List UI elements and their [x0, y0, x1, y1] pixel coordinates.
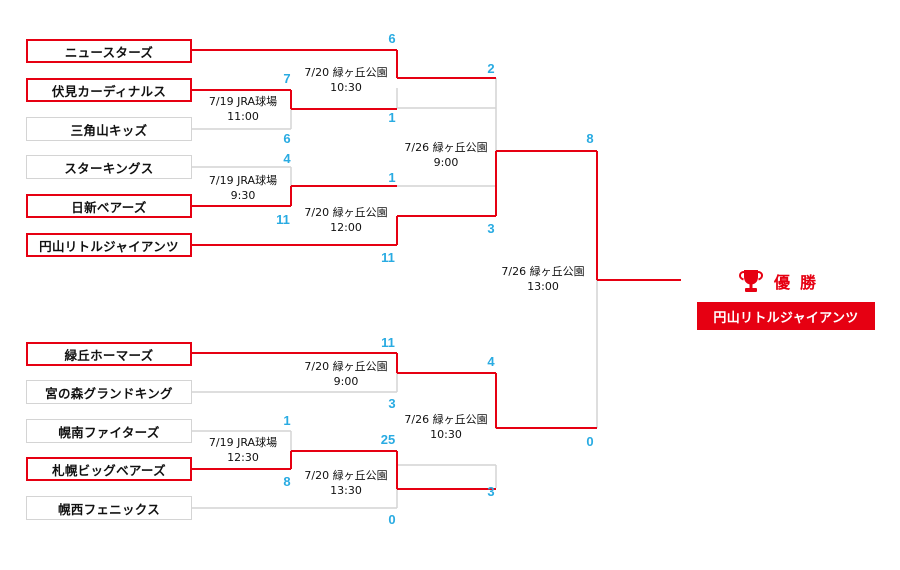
score-sf2-bottom: 3 [487, 484, 495, 499]
score-r2d-top: 25 [380, 432, 396, 447]
team-slot: 三角山キッズ [26, 117, 192, 141]
score-r1b-top: 4 [283, 151, 291, 166]
score-r1a-bottom: 6 [283, 131, 291, 146]
score-r2b-top: 1 [388, 170, 396, 185]
score-r2d-bottom: 0 [388, 512, 396, 527]
team-slot: 円山リトルジャイアンツ [26, 233, 192, 257]
score-r1c-bottom: 8 [283, 474, 291, 489]
team-slot: ニュースターズ [26, 39, 192, 63]
score-r2c-top: 11 [381, 335, 395, 350]
team-slot: 伏見カーディナルス [26, 78, 192, 102]
team-slot: スターキングス [26, 155, 192, 179]
score-r2b-bottom: 11 [381, 250, 395, 265]
team-slot: 日新ベアーズ [26, 194, 192, 218]
champion-heading: 優勝 [736, 268, 826, 294]
score-sf1-bottom: 3 [487, 221, 495, 236]
team-slot: 緑丘ホーマーズ [26, 342, 192, 366]
trophy-icon [739, 270, 763, 292]
team-slot: 幌南ファイターズ [26, 419, 192, 443]
score-r1a-top: 7 [283, 71, 291, 86]
champion-label: 優勝 [774, 273, 827, 292]
score-r2a-top: 6 [388, 31, 396, 46]
team-slot: 宮の森グランドキング [26, 380, 192, 404]
score-r2a-bottom: 1 [388, 110, 396, 125]
score-final-bottom: 0 [586, 434, 594, 449]
score-sf2-top: 4 [487, 354, 495, 369]
champion-team: 円山リトルジャイアンツ [697, 302, 875, 330]
score-final-top: 8 [586, 131, 594, 146]
score-r1c-top: 1 [283, 413, 291, 428]
score-sf1-top: 2 [487, 61, 495, 76]
score-r2c-bottom: 3 [388, 396, 396, 411]
team-slot: 札幌ビッグベアーズ [26, 457, 192, 481]
team-slot: 幌西フェニックス [26, 496, 192, 520]
score-r1b-bottom: 11 [276, 212, 290, 227]
